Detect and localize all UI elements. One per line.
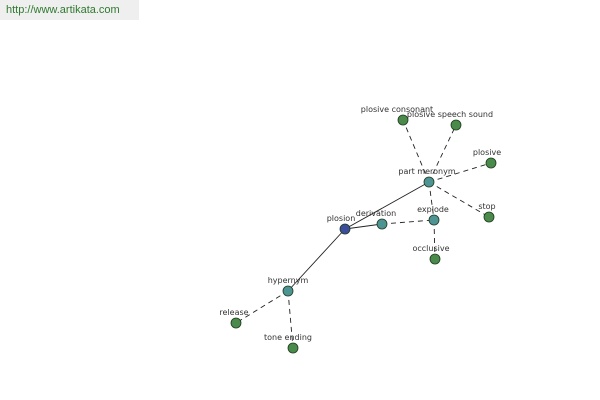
node-marker-derivation[interactable] — [376, 218, 388, 230]
node-hypernym[interactable]: hypernym — [268, 276, 309, 297]
node-marker-plosive-speech-sound[interactable] — [450, 119, 462, 131]
node-label-plosive-speech-sound[interactable]: plosive speech sound — [407, 110, 493, 119]
node-label-derivation[interactable]: derivation — [356, 209, 396, 218]
node-marker-explode[interactable] — [428, 214, 440, 226]
node-label-release[interactable]: release — [219, 308, 248, 317]
node-marker-occlusive[interactable] — [429, 253, 441, 265]
edge-part-meronym-plosive-consonant — [402, 119, 430, 183]
edge-part-meronym-plosive-speech-sound — [428, 124, 457, 183]
edge-part-meronym-explode — [428, 181, 435, 221]
edge-plosion-derivation — [344, 223, 383, 230]
edge-plosion-hypernym — [287, 228, 346, 292]
node-plosion[interactable]: plosion — [327, 214, 356, 235]
edge-hypernym-tone-ending — [287, 290, 294, 349]
url-banner[interactable]: http://www.artikata.com — [0, 0, 139, 20]
node-label-plosion[interactable]: plosion — [327, 214, 356, 223]
node-marker-release[interactable] — [230, 317, 242, 329]
edges-layer — [235, 119, 492, 349]
node-marker-stop[interactable] — [483, 211, 495, 223]
node-stop[interactable]: stop — [478, 202, 496, 223]
node-marker-plosion[interactable] — [339, 223, 351, 235]
node-marker-tone-ending[interactable] — [287, 342, 299, 354]
node-marker-plosive[interactable] — [485, 157, 497, 169]
node-plosive-speech-sound[interactable]: plosive speech sound — [407, 110, 493, 131]
edge-part-meronym-stop — [428, 181, 490, 218]
node-label-occlusive[interactable]: occlusive — [412, 244, 449, 253]
node-label-part-meronym[interactable]: part meronym — [398, 167, 455, 176]
node-marker-plosive-consonant[interactable] — [397, 114, 409, 126]
node-marker-part-meronym[interactable] — [423, 176, 435, 188]
node-explode[interactable]: explode — [417, 205, 449, 226]
node-label-tone-ending[interactable]: tone ending — [264, 333, 312, 342]
node-label-stop[interactable]: stop — [478, 202, 495, 211]
node-plosive[interactable]: plosive — [473, 148, 501, 169]
node-part-meronym[interactable]: part meronym — [398, 167, 456, 188]
node-marker-hypernym[interactable] — [282, 285, 294, 297]
node-label-hypernym[interactable]: hypernym — [268, 276, 309, 285]
edge-part-meronym-plosive — [428, 162, 492, 183]
edge-plosion-part-meronym — [344, 181, 430, 230]
node-release[interactable]: release — [219, 308, 249, 329]
node-occlusive[interactable]: occlusive — [412, 244, 450, 265]
node-tone-ending[interactable]: tone ending — [264, 333, 312, 354]
edge-explode-occlusive — [433, 219, 436, 260]
node-derivation[interactable]: derivation — [356, 209, 396, 230]
edge-hypernym-release — [235, 290, 289, 324]
edge-derivation-explode — [381, 219, 435, 225]
node-label-explode[interactable]: explode — [417, 205, 449, 214]
node-label-plosive-consonant[interactable]: plosive consonant — [361, 105, 433, 114]
node-plosive-consonant[interactable]: plosive consonant — [361, 105, 433, 126]
node-label-plosive[interactable]: plosive — [473, 148, 501, 157]
